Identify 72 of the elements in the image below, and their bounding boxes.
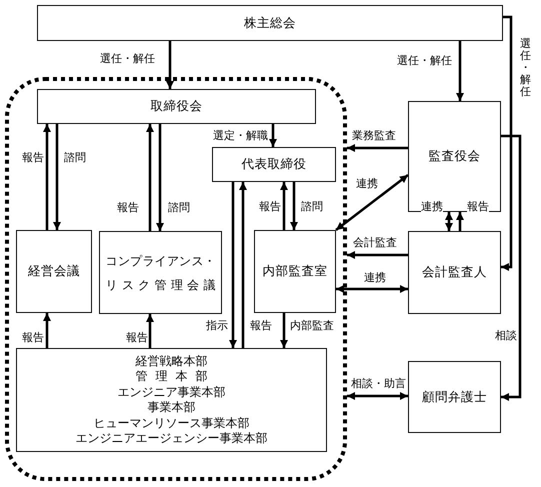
department-name: 管理本部 xyxy=(134,369,216,384)
department-name: エンジニアエージェンシー事業本部 xyxy=(76,431,268,446)
arrow xyxy=(43,124,51,230)
unit-name: 経営会議 xyxy=(28,263,80,280)
org-unit-box xyxy=(212,147,336,182)
org-unit-box xyxy=(16,348,327,452)
arrow xyxy=(501,16,512,271)
edge-label: 選定・解職 xyxy=(213,129,268,142)
edge-label: 相談・助言 xyxy=(351,377,406,390)
edge-label: 内部監査 xyxy=(290,319,334,332)
department-name: ヒューマンリソース事業本部 xyxy=(94,416,250,431)
arrow xyxy=(166,41,174,89)
double-arrow xyxy=(347,392,408,400)
arrow xyxy=(239,182,247,348)
arrow xyxy=(229,182,237,348)
edge-label: 連携 xyxy=(356,177,378,190)
arrow xyxy=(269,124,277,147)
department-name: 経営戦略本部 xyxy=(136,354,208,369)
double-arrow xyxy=(335,174,409,231)
unit-name: 代表取締役 xyxy=(242,156,306,173)
double-arrow xyxy=(336,285,408,293)
arrow xyxy=(456,212,464,231)
unit-name: コンプライアンス・リスク管理会議 xyxy=(106,252,216,294)
arrow xyxy=(347,251,408,259)
org-unit-box xyxy=(408,231,501,314)
unit-name: 顧問弁護士 xyxy=(422,388,487,406)
edge-label: 諮問 xyxy=(64,151,86,164)
org-unit-box xyxy=(37,5,503,41)
edge-label: 選任・解任 xyxy=(100,52,155,65)
edge-label: 諮問 xyxy=(168,201,190,214)
dotted-boundary xyxy=(5,77,347,481)
arrow xyxy=(43,313,51,348)
edge-label: 報告 xyxy=(467,200,489,213)
edge-label: 報告 xyxy=(117,201,139,214)
double-arrow xyxy=(445,212,453,231)
edge-label: 連携 xyxy=(364,271,386,284)
arrow xyxy=(290,182,298,230)
edge-label: 連携 xyxy=(421,200,443,213)
org-unit-box xyxy=(37,89,316,124)
arrow xyxy=(456,41,464,101)
edge-label: 指示 xyxy=(206,319,228,332)
unit-name: 監査役会 xyxy=(428,148,480,165)
department-name: 事業本部 xyxy=(148,400,196,416)
arrow xyxy=(280,182,288,230)
edge-label: 報告 xyxy=(126,331,148,344)
department-name: エンジニア事業本部 xyxy=(118,384,226,400)
arrow xyxy=(146,124,154,231)
edge-label: 報告 xyxy=(22,331,44,344)
unit-name: 取締役会 xyxy=(150,98,202,115)
org-unit-box xyxy=(16,230,92,313)
unit-name: 内部監査室 xyxy=(262,263,328,280)
edge-label: 報告 xyxy=(250,319,272,332)
arrow xyxy=(146,314,154,348)
edge-label: 報告 xyxy=(22,151,44,164)
org-unit-box xyxy=(99,231,222,314)
arrow xyxy=(53,124,61,230)
arrow xyxy=(501,134,522,401)
org-unit-box xyxy=(408,361,501,433)
arrow xyxy=(280,313,288,348)
edge-label: 選任・解任 xyxy=(520,38,531,98)
edge-label: 報告 xyxy=(259,200,281,213)
arrow xyxy=(347,144,408,152)
edge-label: 相談 xyxy=(495,329,517,342)
org-unit-box xyxy=(254,230,336,313)
edge-label: 諮問 xyxy=(301,200,323,213)
edge-label: 業務監査 xyxy=(352,129,396,142)
arrow xyxy=(156,124,164,231)
org-unit-box xyxy=(408,101,501,212)
unit-name: 株主総会 xyxy=(244,14,296,32)
edge-label: 会計監査 xyxy=(353,236,397,249)
unit-name: 会計監査人 xyxy=(422,264,487,281)
edge-label: 選任・解任 xyxy=(397,54,452,67)
